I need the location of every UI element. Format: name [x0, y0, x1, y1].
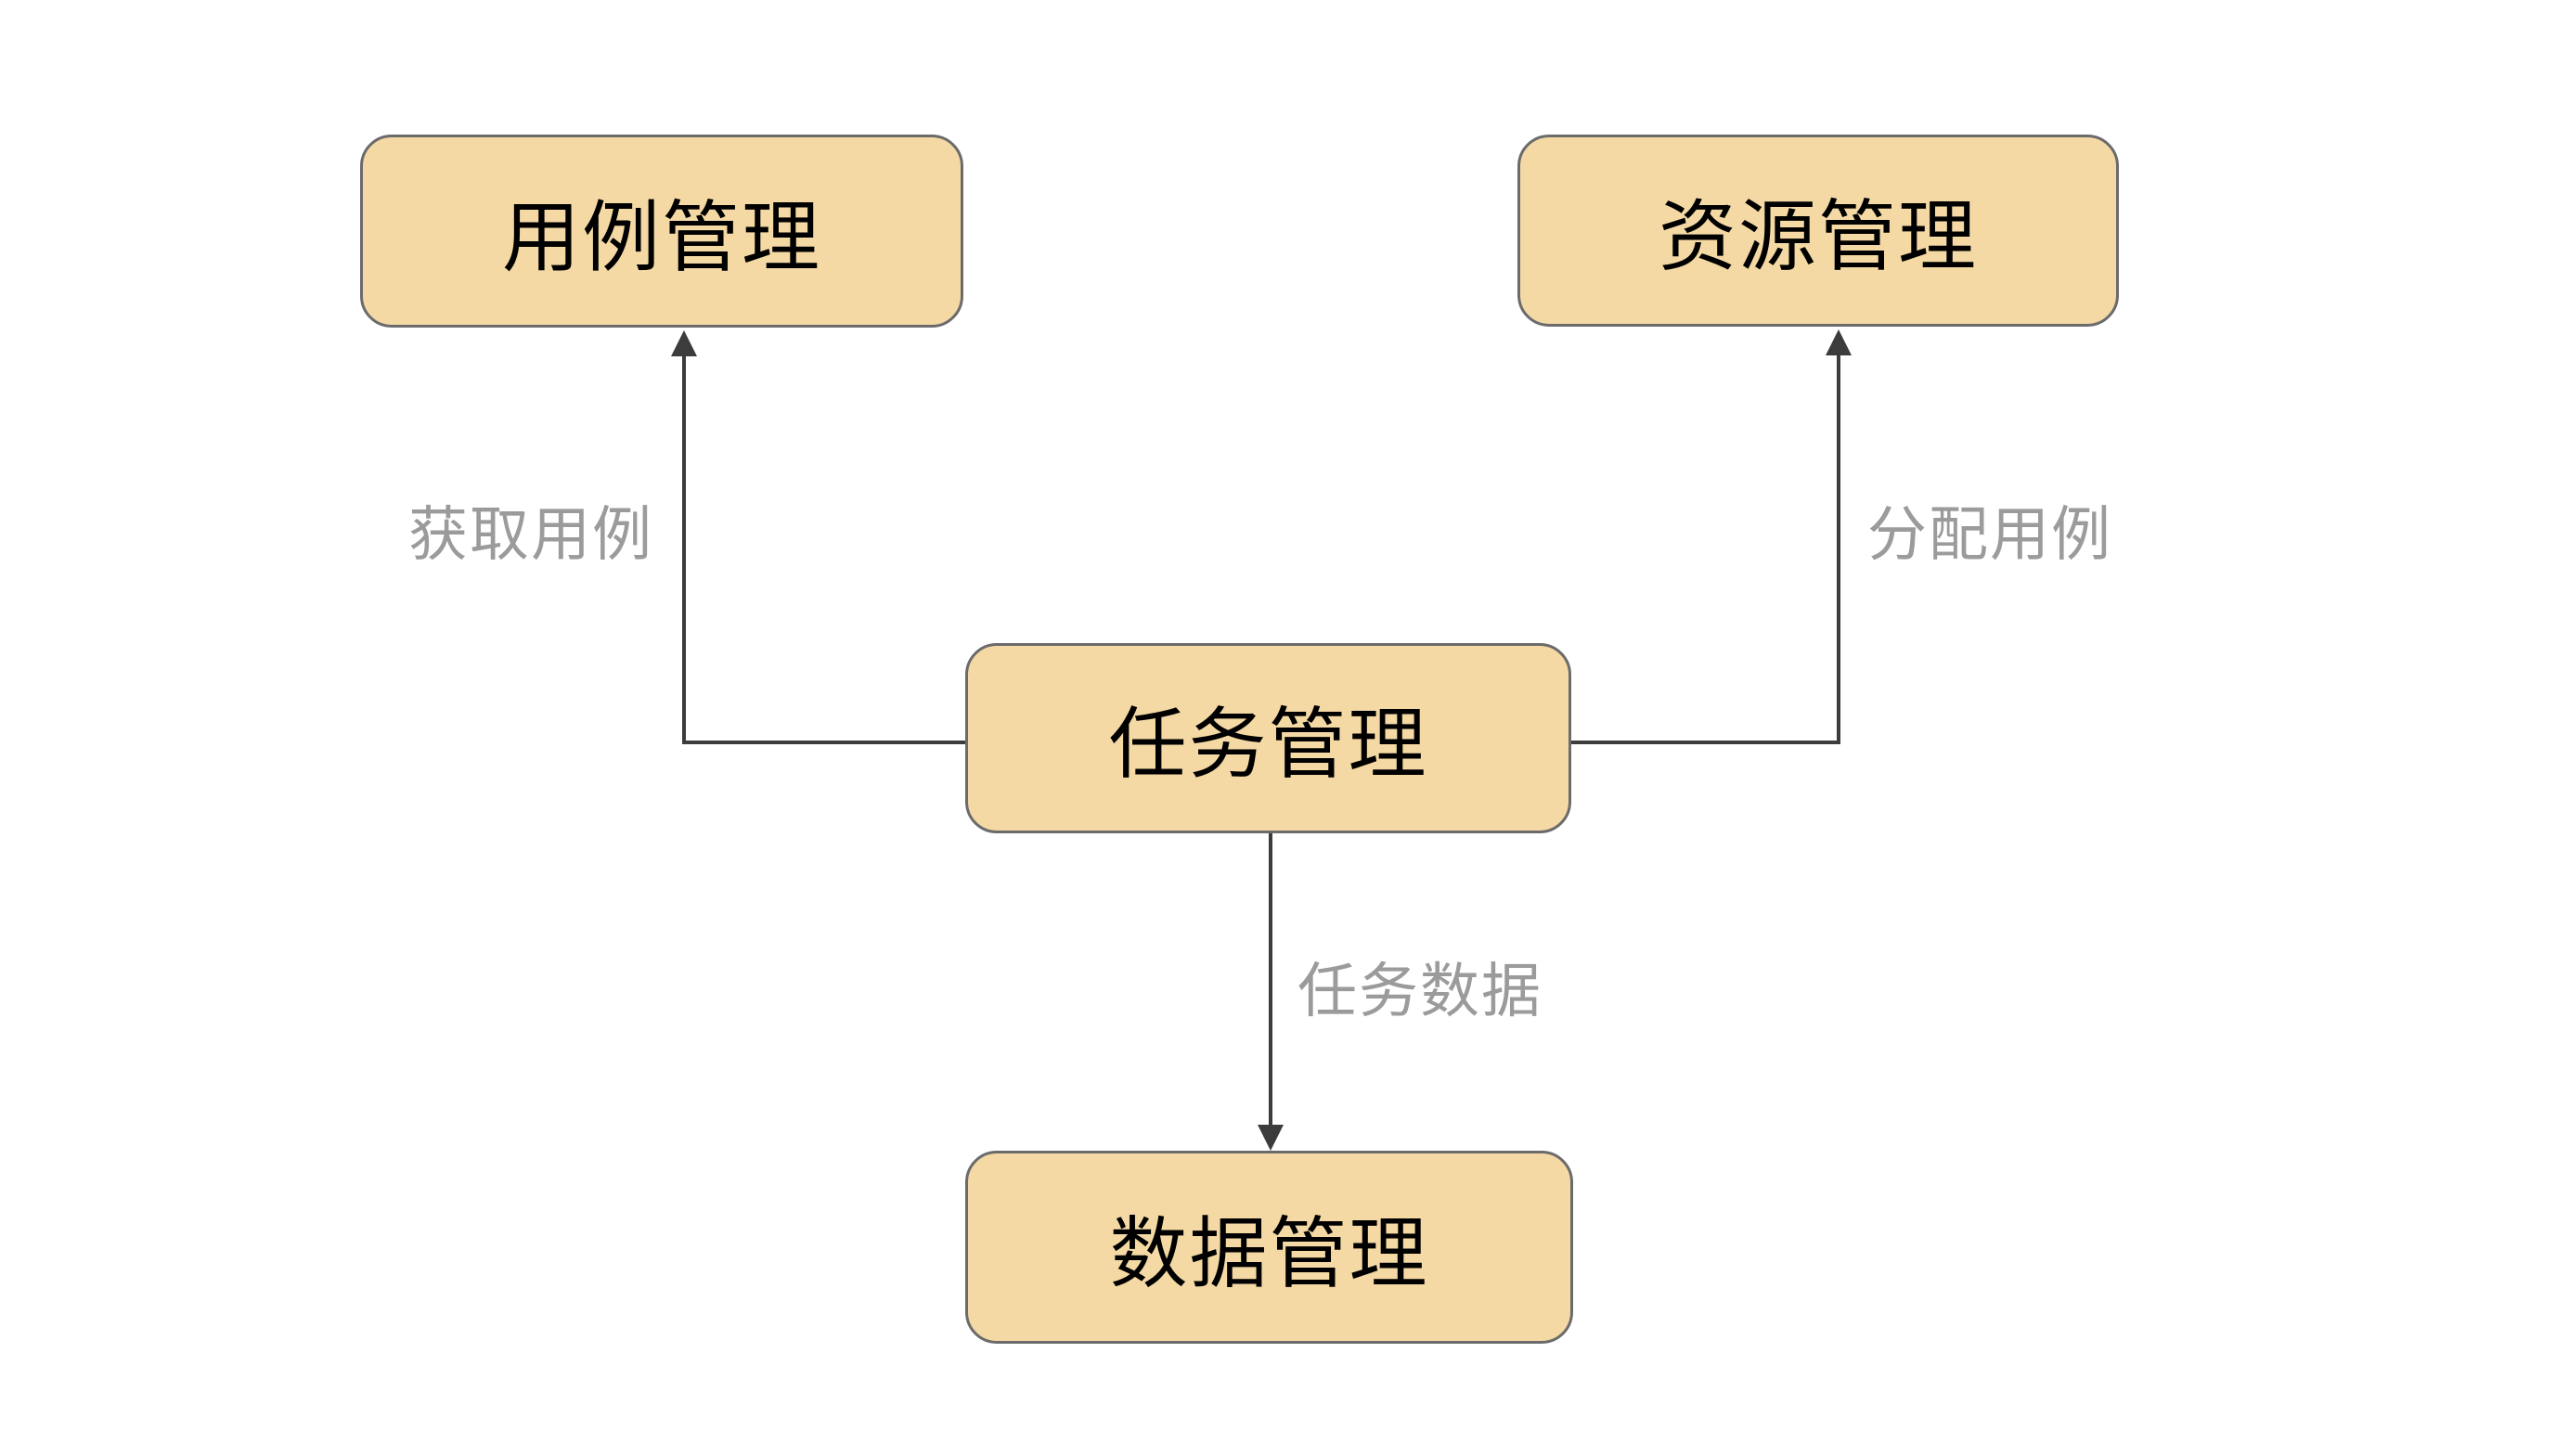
node-usecase-management[interactable]: 用例管理 [360, 135, 963, 328]
node-task-management[interactable]: 任务管理 [965, 643, 1571, 833]
edge-label-get-usecase: 获取用例 [408, 501, 653, 568]
node-task-management-label: 任务管理 [1108, 701, 1428, 788]
node-data-management-label: 数据管理 [1109, 1209, 1429, 1297]
arrowhead-up-icon [1826, 329, 1852, 355]
arrowhead-down-icon [1258, 1125, 1284, 1151]
node-data-management[interactable]: 数据管理 [965, 1151, 1573, 1344]
node-usecase-management-label: 用例管理 [501, 193, 821, 281]
node-resource-management-label: 资源管理 [1658, 193, 1978, 280]
edge-task-to-usecase-line[interactable] [682, 354, 965, 744]
edge-label-task-data: 任务数据 [1297, 958, 1543, 1024]
edge-task-to-resource-line[interactable] [1571, 354, 1840, 744]
arrowhead-up-icon [671, 330, 697, 356]
edge-task-to-data[interactable] [1258, 833, 1284, 1151]
edge-task-to-usecase[interactable] [671, 330, 965, 744]
node-resource-management[interactable]: 资源管理 [1517, 135, 2119, 327]
edge-label-assign-usecase: 分配用例 [1867, 501, 2112, 568]
edge-task-to-resource[interactable] [1571, 329, 1852, 744]
